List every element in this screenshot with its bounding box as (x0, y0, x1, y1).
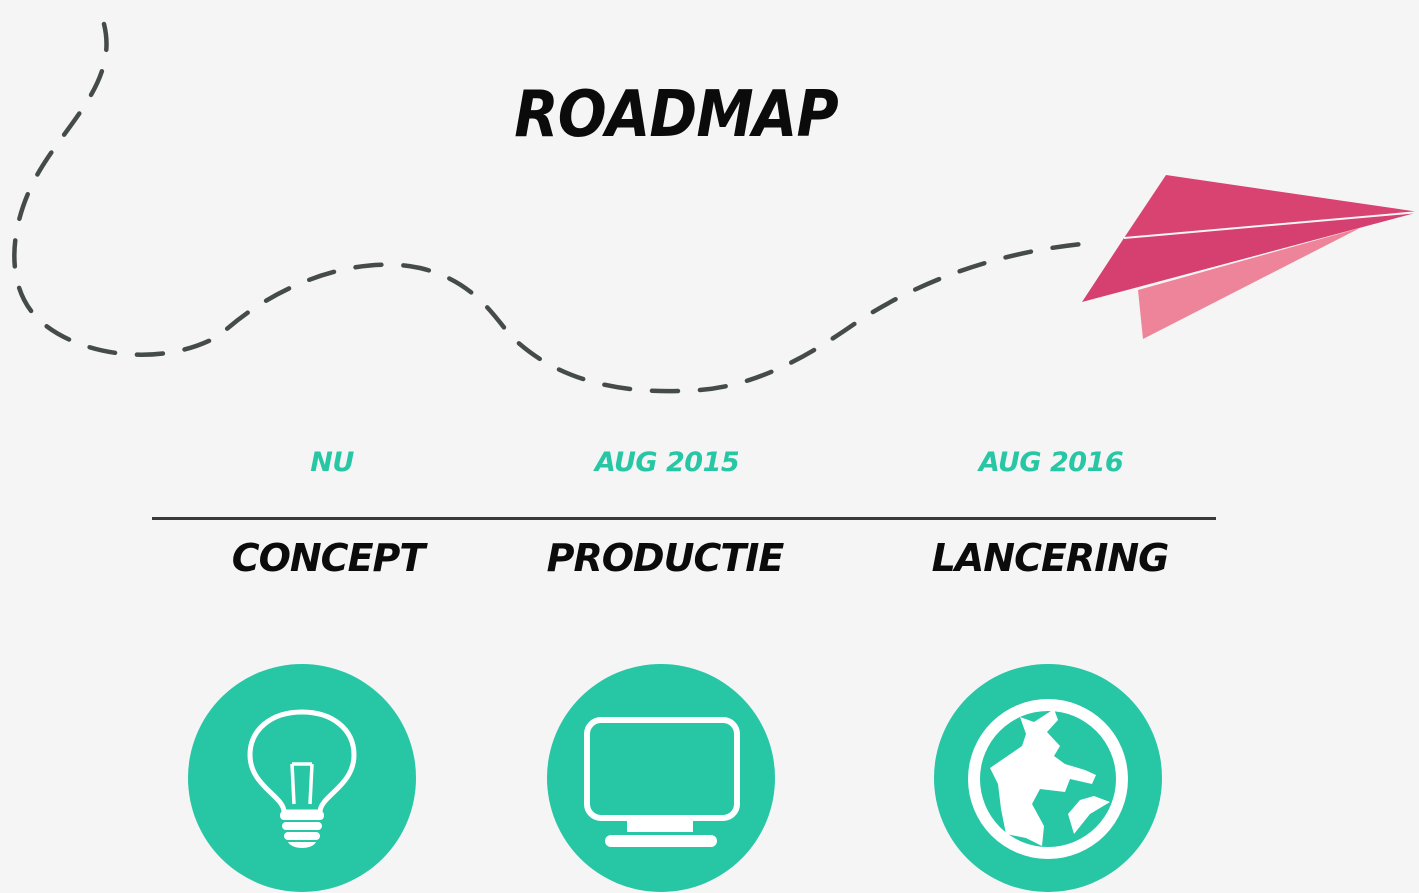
monitor-icon (584, 717, 740, 847)
globe-icon (968, 699, 1128, 859)
milestone-phase-concept: CONCEPT (231, 536, 426, 580)
page-title: ROADMAP (514, 78, 838, 152)
productie-icon-circle (547, 664, 775, 892)
concept-icon-circle (188, 664, 416, 892)
dashed-flight-path (12, 21, 1095, 394)
milestone-date-concept: NU (310, 447, 354, 478)
timeline-divider (152, 517, 1216, 520)
milestone-phase-productie: PRODUCTIE (546, 536, 785, 580)
milestone-phase-lancering: LANCERING (931, 536, 1170, 580)
lightbulb-icon (247, 709, 357, 848)
milestone-date-lancering: AUG 2016 (978, 447, 1124, 478)
milestone-date-productie: AUG 2015 (594, 447, 740, 478)
paper-plane-icon (1082, 175, 1419, 339)
lancering-icon-circle (934, 664, 1162, 892)
